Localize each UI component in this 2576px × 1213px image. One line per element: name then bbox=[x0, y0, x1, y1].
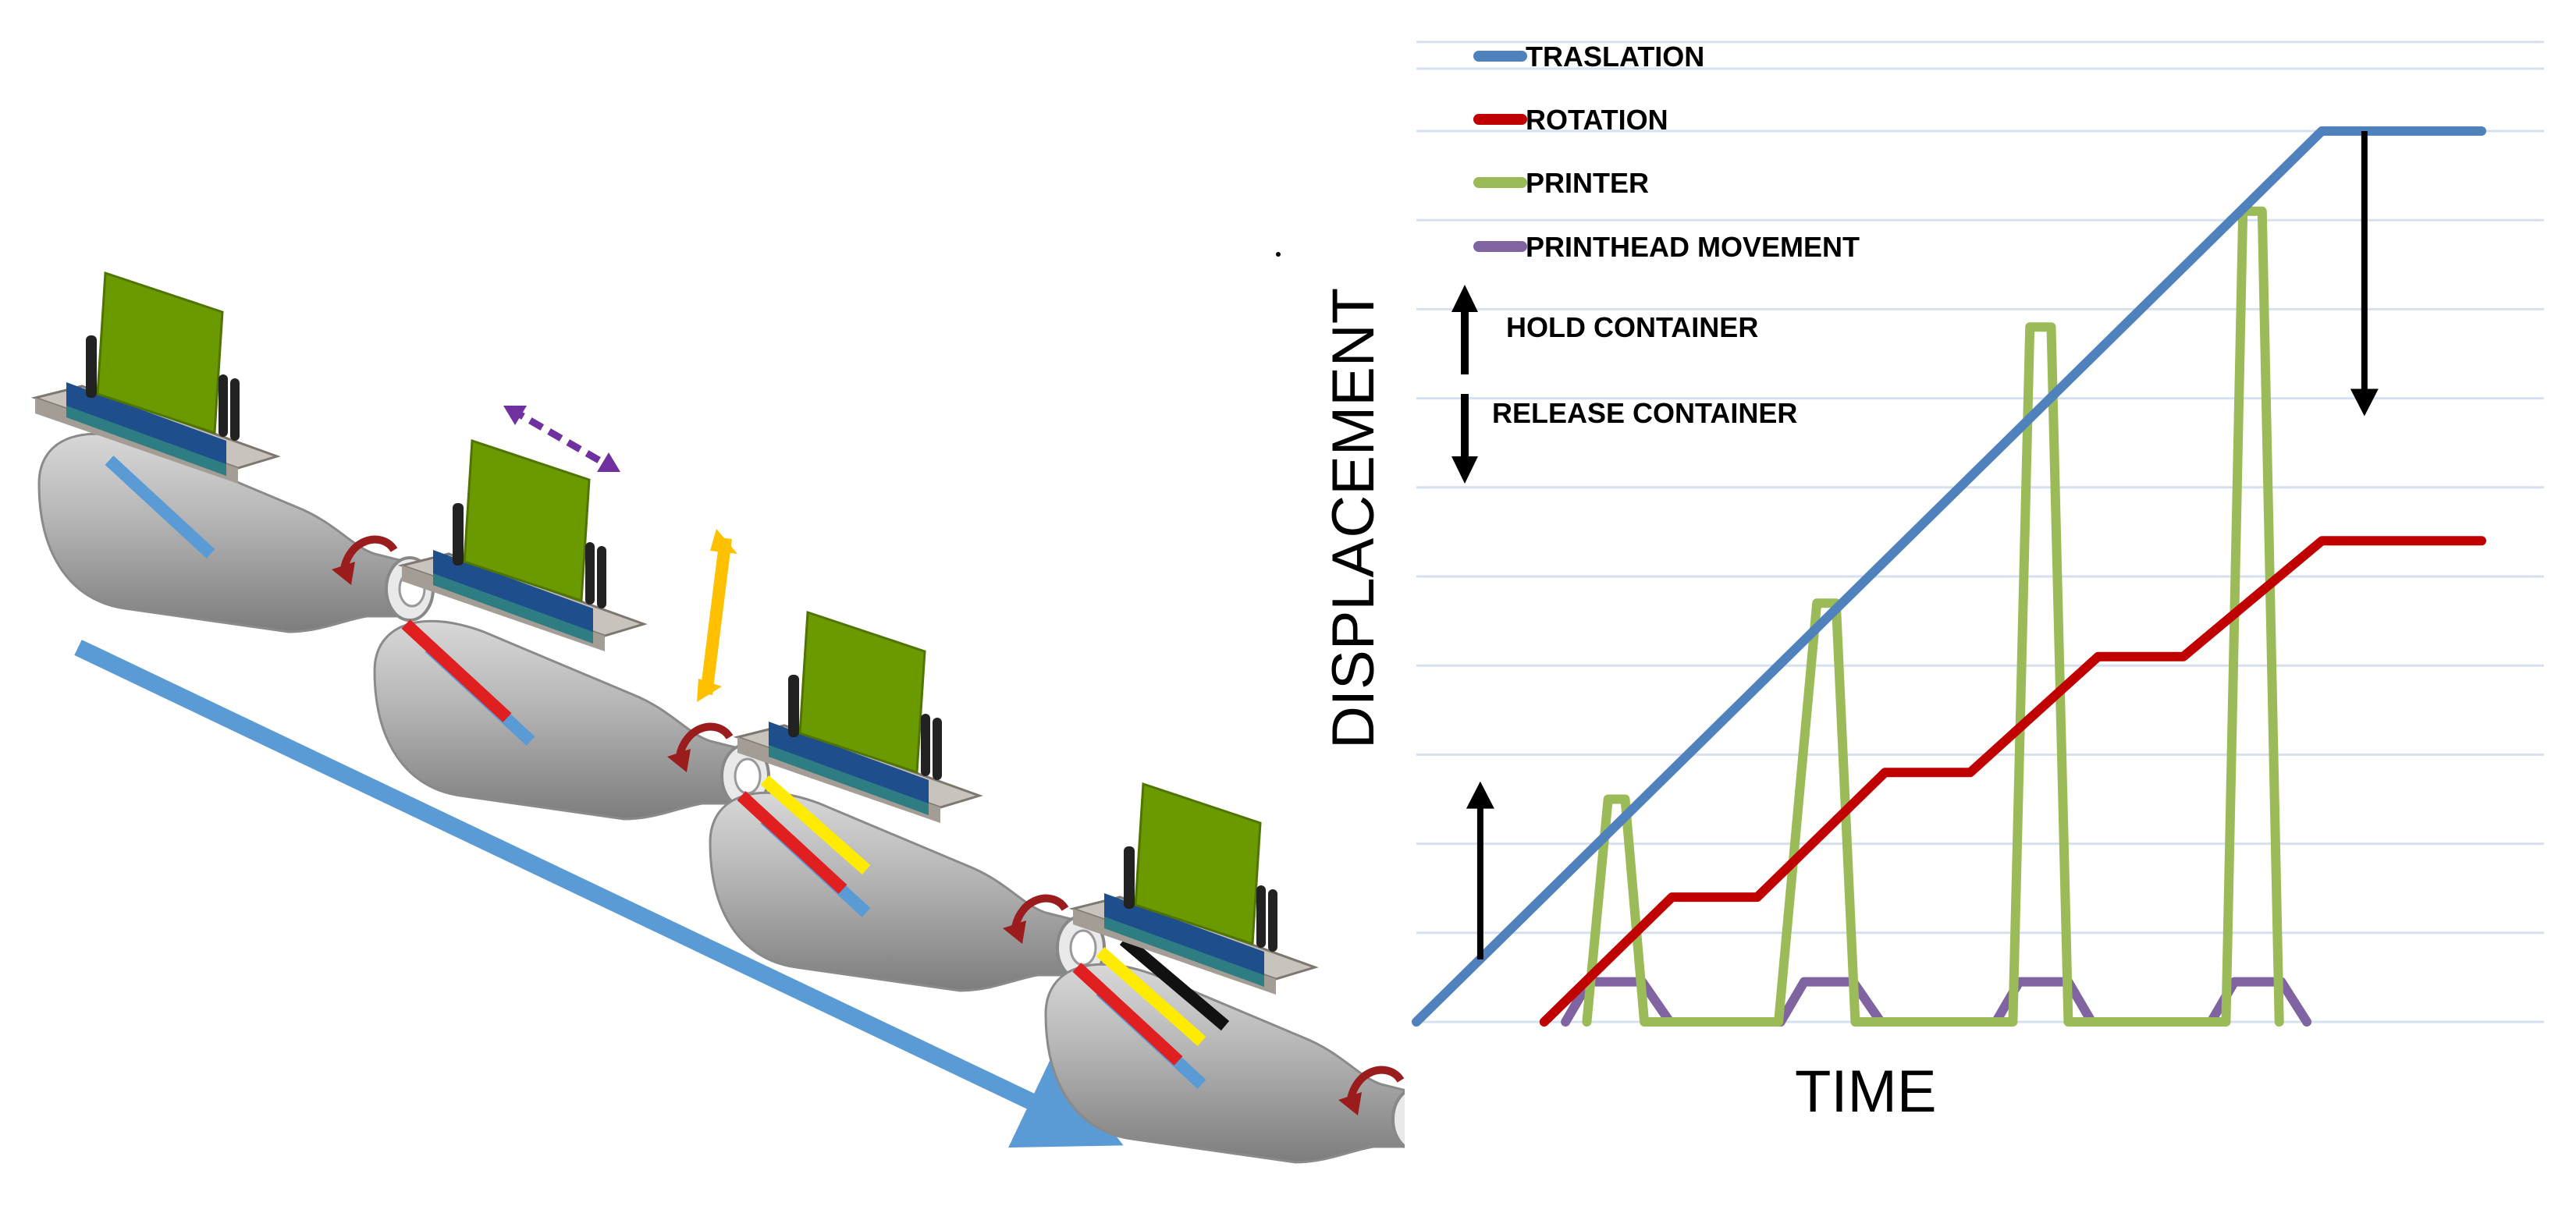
legend-label-printhead: PRINTHEAD MOVEMENT bbox=[1526, 231, 1860, 263]
down-arrow-head bbox=[2350, 388, 2379, 417]
legend-label-printer: PRINTER bbox=[1526, 167, 1649, 199]
conveyor-direction-arrow bbox=[74, 640, 1124, 1148]
series-line-rotation bbox=[1539, 536, 2486, 1027]
legend-label-release: RELEASE CONTAINER bbox=[1492, 397, 1797, 429]
station-2 bbox=[375, 621, 769, 819]
y-axis-title: DISPLACEMENT bbox=[1320, 288, 1387, 749]
legend-label-translation: TRASLATION bbox=[1526, 41, 1704, 73]
station-4 bbox=[1046, 935, 1405, 1162]
series-line-traslation bbox=[1412, 126, 2486, 1027]
legend-label-rotation: ROTATION bbox=[1526, 104, 1668, 136]
legend-label-hold: HOLD CONTAINER bbox=[1506, 311, 1758, 343]
station-1 bbox=[39, 434, 433, 632]
printhead-move-arrow bbox=[509, 406, 615, 471]
legend: TRASLATION ROTATION PRINTER PRINTHEAD MO… bbox=[1451, 41, 1860, 484]
stray-dot bbox=[1276, 252, 1281, 257]
station-3 bbox=[710, 775, 1104, 991]
x-axis-title: TIME bbox=[1795, 1059, 1937, 1125]
printer-vertical-arrow bbox=[700, 537, 732, 695]
series-line-printhead-movement bbox=[1561, 977, 2312, 1027]
annotations bbox=[1466, 131, 2379, 960]
up-arrow-head bbox=[1466, 781, 1494, 809]
printing-process-illustration bbox=[34, 271, 1405, 1213]
series bbox=[1412, 126, 2486, 1027]
